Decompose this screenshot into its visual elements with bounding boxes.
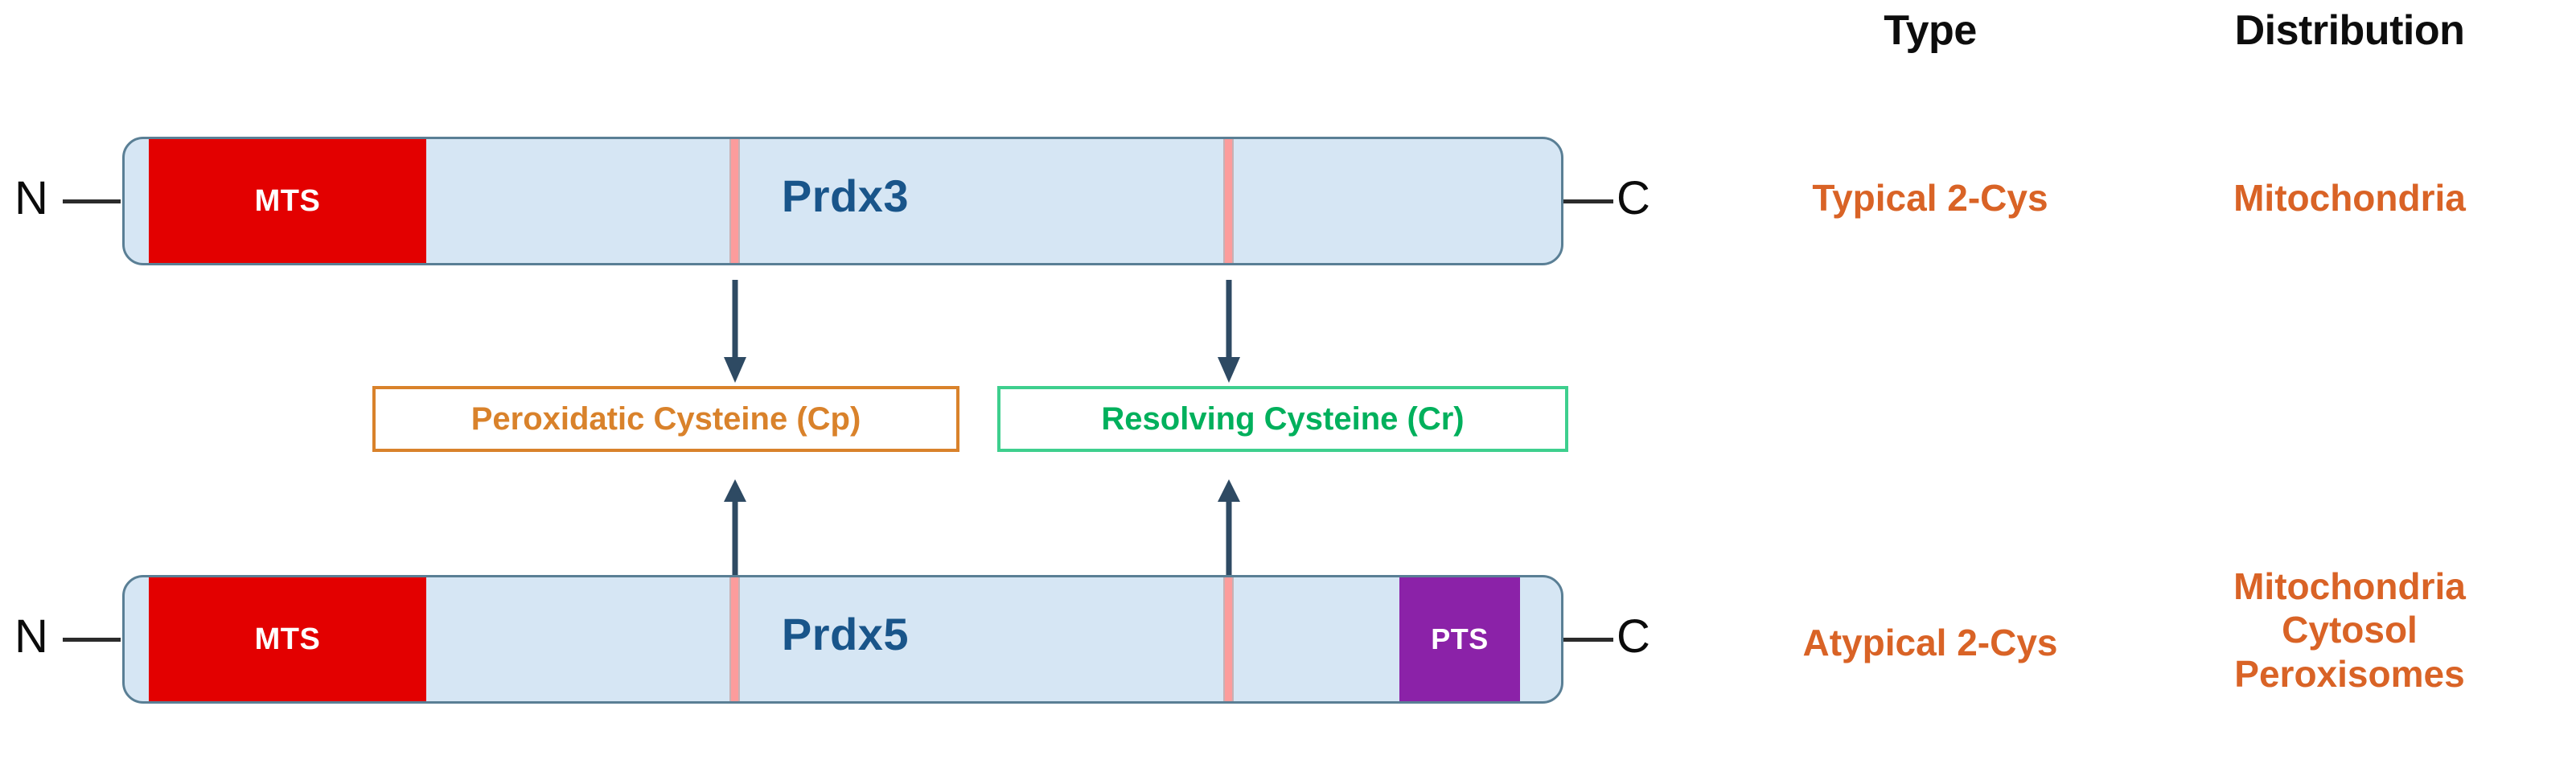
domain-block-mts-prdx3: MTS [149, 139, 426, 263]
protein-row-prdx3: N MTS Prdx3 C [0, 129, 2576, 290]
arrow-up-resolving-icon [1218, 479, 1240, 577]
cysteine-marker-cp-prdx5 [729, 577, 740, 701]
legend-peroxidatic-cysteine: Peroxidatic Cysteine (Cp) [372, 386, 959, 452]
type-value-prdx5: Atypical 2-Cys [1802, 622, 2058, 663]
protein-label-prdx5: Prdx5 [781, 609, 910, 659]
arrow-down-peroxidatic-icon [724, 280, 746, 383]
column-header-type: Type [1884, 7, 1977, 54]
domain-block-pts-prdx5: PTS [1399, 577, 1520, 701]
distribution-value-prdx3: Mitochondria [2233, 177, 2466, 219]
cysteine-marker-cp-prdx3 [729, 139, 740, 263]
column-header-distribution: Distribution [2234, 7, 2465, 54]
c-terminus-label-prdx5: C [1617, 610, 1650, 663]
domain-block-mts-prdx5: MTS [149, 577, 426, 701]
cysteine-marker-cr-prdx3 [1223, 139, 1234, 263]
n-terminus-connector-prdx5 [63, 638, 121, 642]
protein-label-prdx3: Prdx3 [781, 170, 910, 221]
arrow-down-resolving-icon [1218, 280, 1240, 383]
protein-row-prdx5: N MTS PTS Prdx5 C [0, 567, 2576, 728]
n-terminus-label-prdx5: N [14, 610, 48, 663]
c-terminus-connector-prdx5 [1563, 638, 1613, 642]
distribution-line: Cytosol [2282, 609, 2418, 651]
arrow-up-peroxidatic-icon [724, 479, 746, 577]
distribution-line: Mitochondria [2233, 565, 2466, 607]
protein-bar-prdx5: MTS PTS Prdx5 [122, 575, 1563, 704]
c-terminus-label-prdx3: C [1617, 172, 1650, 224]
type-value-prdx3: Typical 2-Cys [1812, 177, 2048, 219]
cysteine-marker-cr-prdx5 [1223, 577, 1234, 701]
c-terminus-connector-prdx3 [1563, 199, 1613, 203]
distribution-line: Peroxisomes [2234, 652, 2465, 695]
legend-resolving-cysteine: Resolving Cysteine (Cr) [997, 386, 1568, 452]
n-terminus-label-prdx3: N [14, 172, 48, 224]
distribution-value-prdx5: Mitochondria Cytosol Peroxisomes [2123, 565, 2576, 696]
n-terminus-connector-prdx3 [63, 199, 121, 203]
protein-bar-prdx3: MTS Prdx3 [122, 137, 1563, 265]
